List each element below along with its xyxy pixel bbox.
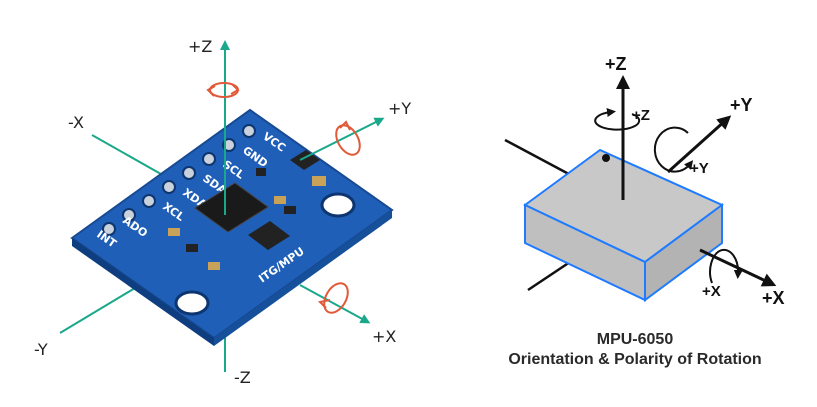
smd-components [168, 168, 326, 270]
label-rot-z-right: +Z [632, 107, 650, 124]
label-rot-x-right: +X [702, 283, 721, 300]
pos-y-axis-arrow-right [666, 115, 732, 174]
rotation-x-icon [317, 282, 349, 314]
pin1-dot [602, 154, 610, 162]
rotation-x-icon-right [709, 248, 743, 284]
label-rot-y-right: +Y [690, 160, 709, 177]
label-pos-x-right: +X [762, 288, 785, 308]
pos-y-axis-line [299, 117, 385, 161]
label-neg-z: -Z [234, 368, 251, 387]
rotation-z-icon-right [594, 108, 641, 131]
label-pos-x: +X [372, 327, 396, 346]
label-pos-z: +Z [188, 37, 212, 56]
right-panel: +Z +Z +Y +Y +X +X [504, 54, 785, 308]
transistor [290, 150, 320, 170]
mpu6050-board: VCC GND SCL SDA XDA XCL ADO INT ITG/MPU [70, 108, 394, 346]
mounting-hole [320, 192, 356, 218]
caption-title: MPU-6050 [596, 331, 674, 348]
label-pos-y-right: +Y [730, 95, 753, 115]
imu-chip [194, 182, 269, 233]
pos-x-axis-arrow-right [699, 248, 777, 287]
mounting-hole [174, 290, 210, 316]
rotation-y-icon [335, 120, 361, 156]
label-neg-x: -X [68, 113, 84, 132]
rotation-z-icon [206, 82, 240, 98]
rotation-y-icon-right [653, 126, 694, 173]
diagram-caption: MPU-6050 Orientation & Polarity of Rotat… [470, 330, 800, 370]
mpu6050-chip-block [523, 148, 724, 302]
label-pos-z-right: +Z [605, 54, 627, 74]
caption-subtitle: Orientation & Polarity of Rotation [508, 351, 762, 368]
label-neg-y: -Y [34, 340, 48, 359]
pos-x-axis-line [299, 284, 371, 324]
label-pos-y: +Y [388, 99, 411, 118]
left-panel: VCC GND SCL SDA XDA XCL ADO INT ITG/MPU [34, 37, 411, 387]
neg-y-axis-line [59, 284, 141, 334]
regulator-chip [248, 221, 290, 250]
